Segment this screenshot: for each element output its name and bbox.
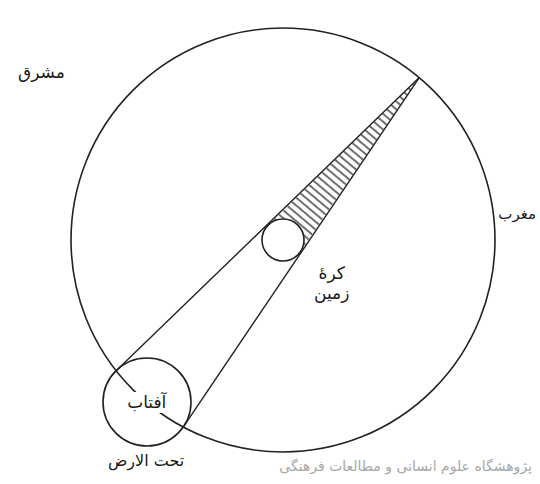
sun-circle: آفتاب: [103, 358, 191, 446]
region-label: تحت الارض: [108, 451, 184, 470]
watermark: پژوهشگاه علوم انسانی و مطالعات فرهنگی: [279, 458, 532, 475]
direction-label: مشرق: [18, 62, 65, 82]
body-label: آفتاب: [124, 392, 169, 412]
cone-line: [183, 78, 419, 427]
cone-line: [116, 78, 419, 371]
direction-label: مغرب: [498, 205, 536, 223]
celestial-sphere: [71, 28, 495, 452]
circle-outline: [262, 219, 304, 261]
body-label: کرهٔ زمین: [314, 263, 349, 304]
earth-circle: کرهٔ زمین: [262, 219, 304, 261]
